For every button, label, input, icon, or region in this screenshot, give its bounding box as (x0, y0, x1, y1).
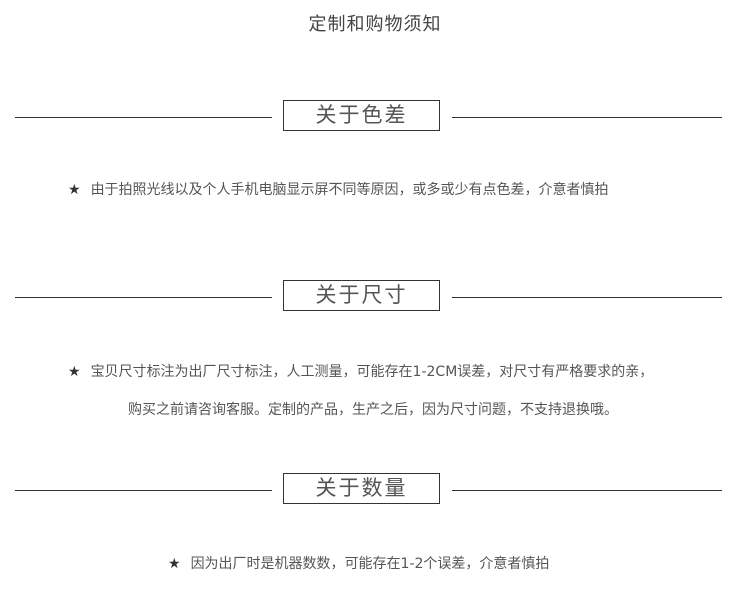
section-heading: 关于色差 (283, 100, 440, 131)
note-text: 宝贝尺寸标注为出厂尺寸标注，人工测量，可能存在1-2CM误差，对尺寸有严格要求的… (90, 364, 654, 380)
note-size-line-2: 购买之前请咨询客服。定制的产品，生产之后，因为尺寸问题，不支持退换哦。 (128, 399, 618, 419)
divider-left (15, 117, 272, 118)
star-icon: ★ (68, 182, 81, 198)
divider-left (15, 490, 272, 491)
divider-left (15, 297, 272, 298)
note-text: 由于拍照光线以及个人手机电脑显示屏不同等原因，或多或少有点色差，介意者慎拍 (90, 182, 609, 198)
section-heading: 关于尺寸 (283, 280, 440, 311)
note-text: 因为出厂时是机器数数，可能存在1-2个误差，介意者慎拍 (190, 556, 550, 572)
section-header-color-difference: 关于色差 (0, 100, 750, 134)
note-color-difference: ★ 由于拍照光线以及个人手机电脑显示屏不同等原因，或多或少有点色差，介意者慎拍 (68, 179, 609, 199)
divider-right (452, 297, 722, 298)
divider-right (452, 490, 722, 491)
note-size-line-1: ★ 宝贝尺寸标注为出厂尺寸标注，人工测量，可能存在1-2CM误差，对尺寸有严格要求… (68, 361, 653, 381)
note-quantity: ★ 因为出厂时是机器数数，可能存在1-2个误差，介意者慎拍 (168, 553, 549, 573)
section-header-quantity: 关于数量 (0, 473, 750, 507)
star-icon: ★ (168, 556, 181, 572)
star-icon: ★ (68, 364, 81, 380)
section-header-size: 关于尺寸 (0, 280, 750, 314)
section-heading: 关于数量 (283, 473, 440, 504)
page-title: 定制和购物须知 (308, 14, 442, 35)
divider-right (452, 117, 722, 118)
note-text: 购买之前请咨询客服。定制的产品，生产之后，因为尺寸问题，不支持退换哦。 (128, 402, 618, 418)
